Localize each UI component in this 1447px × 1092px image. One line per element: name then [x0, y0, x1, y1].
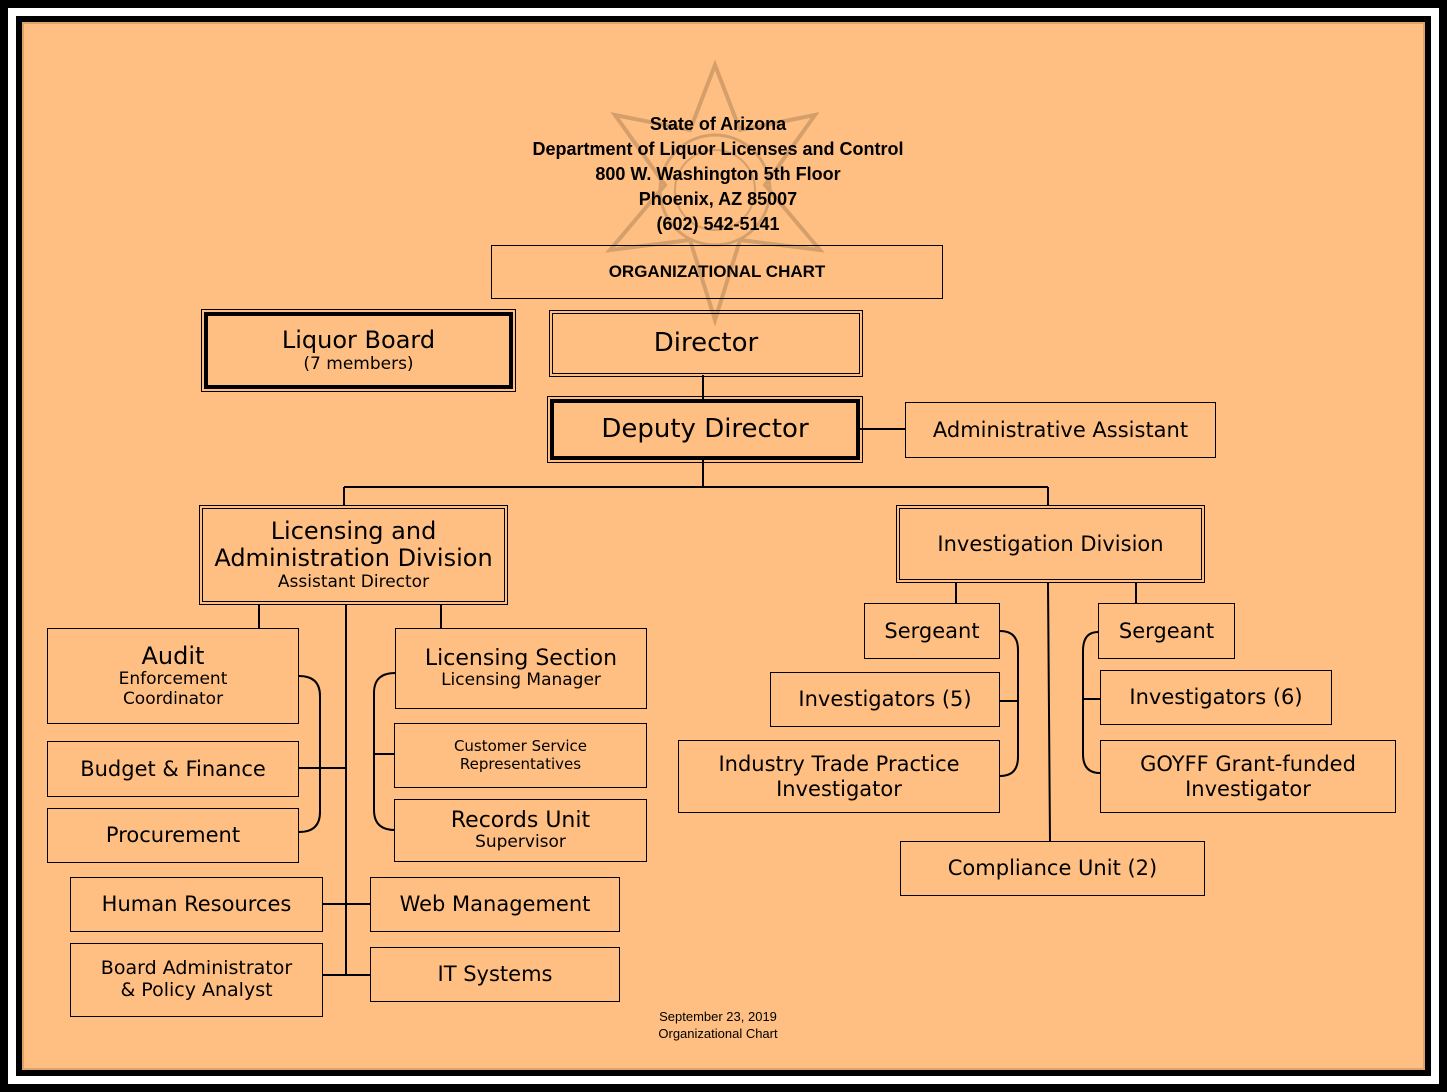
goyff-line1: GOYFF Grant-funded — [1140, 752, 1356, 777]
audit-sub2: Coordinator — [122, 688, 224, 709]
header-address: 800 W. Washington 5th Floor — [595, 164, 841, 184]
licensing-section-box: Licensing Section Licensing Manager — [395, 628, 647, 709]
liquor-board-title: Liquor Board — [281, 325, 436, 354]
liquor-board-box: Liquor Board (7 members) — [201, 309, 516, 392]
org-chart-title-box: ORGANIZATIONAL CHART — [491, 245, 943, 299]
investigators-left-label: Investigators (5) — [798, 687, 972, 712]
director-label: Director — [653, 327, 759, 358]
budget-finance-box: Budget & Finance — [47, 741, 299, 797]
footer-date: September 23, 2019 — [659, 1009, 777, 1024]
footer-caption: Organizational Chart — [658, 1026, 778, 1041]
board-admin-box: Board Administrator & Policy Analyst — [70, 943, 323, 1017]
audit-sub1: Enforcement — [118, 669, 228, 690]
licensing-section-sub: Licensing Manager — [441, 670, 601, 691]
procurement-box: Procurement — [47, 808, 299, 863]
web-management-box: Web Management — [370, 877, 620, 932]
investigators-right-box: Investigators (6) — [1100, 670, 1332, 725]
it-systems-box: IT Systems — [370, 947, 620, 1002]
industry-trade-line2: Investigator — [776, 776, 902, 801]
header-phone: (602) 542-5141 — [656, 214, 780, 234]
procurement-label: Procurement — [105, 823, 241, 848]
customer-service-box: Customer Service Representatives — [394, 723, 647, 788]
records-unit-box: Records Unit Supervisor — [394, 799, 647, 862]
sergeant-left-label: Sergeant — [884, 618, 980, 643]
licensing-division-sub: Assistant Director — [277, 571, 430, 592]
audit-title: Audit — [141, 641, 205, 670]
industry-trade-line1: Industry Trade Practice — [718, 752, 960, 777]
human-resources-label: Human Resources — [101, 892, 292, 917]
records-unit-title: Records Unit — [450, 808, 591, 834]
goyff-line2: Investigator — [1185, 776, 1311, 801]
deputy-director-label: Deputy Director — [601, 413, 809, 444]
admin-assistant-label: Administrative Assistant — [932, 417, 1189, 442]
header-state: State of Arizona — [649, 114, 787, 134]
investigators-left-box: Investigators (5) — [770, 672, 1000, 727]
board-admin-line2: & Policy Analyst — [120, 979, 273, 1001]
admin-assistant-box: Administrative Assistant — [905, 402, 1216, 458]
industry-trade-box: Industry Trade Practice Investigator — [678, 740, 1000, 813]
licensing-division-box: Licensing and Administration Division As… — [199, 505, 508, 605]
licensing-section-title: Licensing Section — [424, 646, 618, 672]
it-systems-label: IT Systems — [437, 962, 553, 987]
sergeant-right-label: Sergeant — [1118, 618, 1215, 643]
web-management-label: Web Management — [399, 892, 591, 917]
investigation-division-box: Investigation Division — [896, 505, 1205, 583]
org-chart-title: ORGANIZATIONAL CHART — [608, 262, 826, 282]
header-department: Department of Liquor Licenses and Contro… — [532, 139, 904, 159]
customer-service-line1: Customer Service — [453, 737, 588, 756]
compliance-unit-box: Compliance Unit (2) — [900, 841, 1205, 896]
records-unit-sub: Supervisor — [475, 832, 566, 853]
sergeant-right-box: Sergeant — [1098, 603, 1235, 659]
human-resources-box: Human Resources — [70, 877, 323, 932]
goyff-box: GOYFF Grant-funded Investigator — [1100, 740, 1396, 813]
deputy-director-box: Deputy Director — [547, 396, 863, 463]
header-city: Phoenix, AZ 85007 — [638, 189, 798, 209]
sergeant-left-box: Sergeant — [864, 603, 1000, 659]
licensing-division-line2: Administration Division — [214, 544, 493, 573]
board-admin-line1: Board Administrator — [100, 957, 293, 980]
licensing-division-line1: Licensing and — [270, 516, 437, 545]
liquor-board-members: (7 members) — [303, 353, 414, 374]
agency-header: State of Arizona Department of Liquor Li… — [468, 112, 968, 237]
investigators-right-label: Investigators (6) — [1129, 685, 1303, 710]
customer-service-line2: Representatives — [459, 754, 582, 773]
audit-box: Audit Enforcement Coordinator — [47, 628, 299, 724]
compliance-unit-label: Compliance Unit (2) — [947, 856, 1158, 881]
footer: September 23, 2019 Organizational Chart — [588, 1008, 848, 1042]
director-box: Director — [549, 310, 863, 377]
investigation-division-label: Investigation Division — [937, 531, 1164, 556]
chart-page — [16, 16, 1431, 1076]
budget-finance-label: Budget & Finance — [80, 756, 266, 781]
